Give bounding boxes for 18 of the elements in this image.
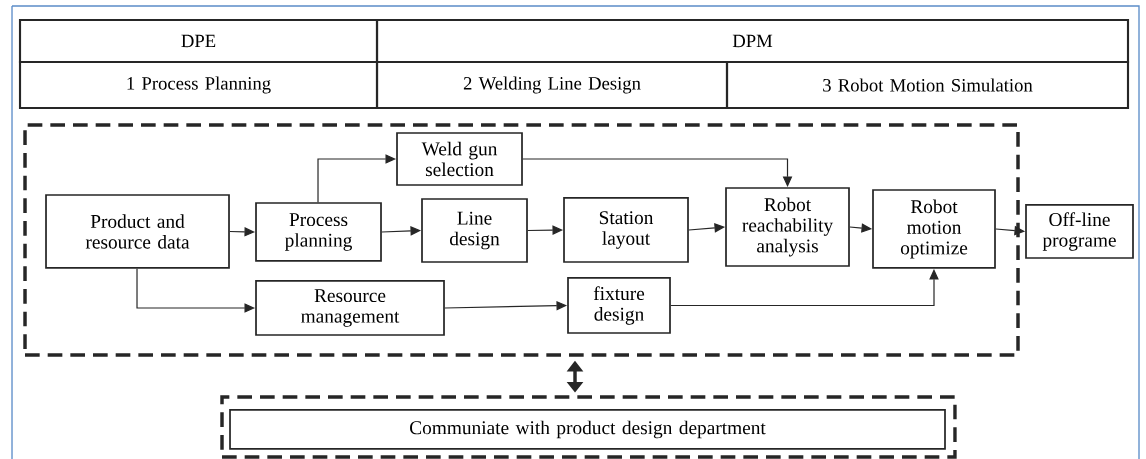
header-cell: 2 Welding Line Design [375,60,729,110]
dashed-frame [23,123,1020,357]
process-box: Process planning [255,202,382,262]
header-cell: DPE [18,18,379,64]
process-box: Station layout [563,197,689,263]
process-box: fixture design [567,277,671,334]
dashed-frame [220,395,957,459]
process-box: Robot reachability analysis [725,187,850,267]
process-box: Line design [421,198,528,263]
header-cell: DPM [375,18,1130,64]
header-cell: 1 Process Planning [18,60,379,110]
header-cell: 3 Robot Motion Simulation [725,60,1130,110]
process-box: Communiate with product design department [229,409,946,450]
process-box: Weld gun selection [396,132,523,186]
process-box: Robot motion optimize [872,189,996,269]
process-box: Product and resource data [45,194,230,269]
process-box: Off-line programe [1025,204,1134,259]
process-box: Resource management [255,280,445,336]
